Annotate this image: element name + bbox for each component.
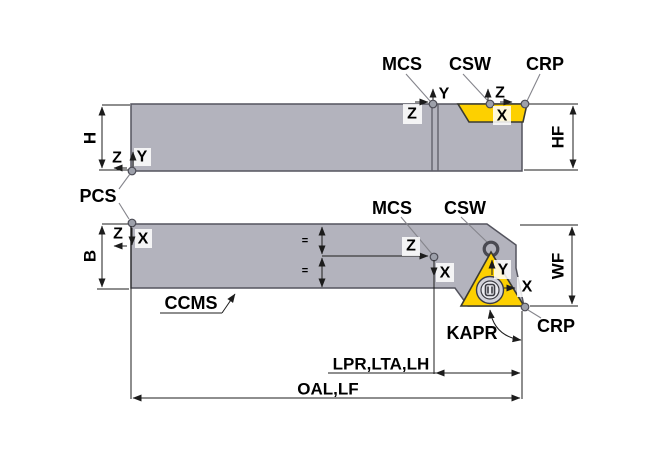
x-label-box-side-insert (493, 106, 511, 125)
z-axis-label-top-mcs: Z (406, 238, 416, 255)
hf-dim-label: HF (549, 126, 568, 149)
csw-leader-top (460, 216, 489, 244)
ccms-leader (221, 293, 236, 314)
tool-shank-side (130, 103, 523, 172)
csw-point-side (485, 99, 495, 109)
top-view: B Z X = = MCS Z X CSW Y (81, 198, 578, 343)
pcs-point-side (127, 166, 137, 176)
z-axis-label-top-pcs: Z (113, 226, 123, 243)
pcs-leader-up (118, 173, 131, 190)
z-axis-label-side-mcs: Z (407, 106, 417, 123)
crp-point-side (520, 99, 530, 109)
wf-dim-label: WF (549, 253, 568, 279)
x-axis-label-top-mcs: X (440, 265, 451, 282)
y-axis-label-top-insert: Y (498, 262, 509, 279)
y-label-box-top-insert (494, 260, 511, 279)
b-dim-label: B (81, 250, 100, 262)
crp-label-side: CRP (526, 54, 564, 74)
z-axis-label-side-csw: Z (495, 85, 505, 102)
mcs-leader-top (400, 216, 433, 255)
mcs-point-side (428, 99, 438, 109)
z-axis-label-side-pcs: Z (112, 150, 122, 167)
csw-label-top: CSW (444, 198, 486, 218)
x-axis-label-top-insert: X (522, 279, 533, 296)
side-view: H HF Y Z MCS Y Z CSW Z X CRP (81, 54, 578, 176)
crp-label-top: CRP (537, 316, 575, 336)
pcs-leader-down (118, 202, 130, 220)
pcs-callout: PCS (79, 173, 131, 220)
x-label-box-top-insert (517, 277, 536, 297)
csw-leader-side (462, 73, 489, 102)
insert-screw-slot (484, 283, 496, 297)
x-label-box-top-mcs (436, 263, 454, 282)
x-axis-label-side-insert: X (497, 108, 508, 125)
kapr-angle-arc (487, 309, 522, 343)
length-dimensions: LPR,LTA,LH OAL,LF (130, 226, 523, 402)
y-label-box (134, 148, 151, 166)
x-axis-label-top-pcs: X (138, 231, 149, 248)
oal-dim-label: OAL,LF (297, 380, 358, 399)
kapr-label: KAPR (446, 323, 497, 343)
crp-leader-top (527, 309, 542, 319)
equal-mark-lower: = (302, 265, 308, 277)
crp-point-top (520, 302, 530, 312)
y-axis-label-side-mcs: Y (439, 86, 450, 103)
h-dim-label: H (81, 132, 100, 144)
pcs-label: PCS (79, 186, 116, 206)
csw-label-side: CSW (449, 54, 491, 74)
x-label-box-top-pcs (135, 229, 152, 248)
mcs-leader-side (405, 73, 431, 102)
lpr-dim-label: LPR,LTA,LH (333, 355, 430, 374)
mcs-label-side: MCS (382, 54, 422, 74)
y-axis-label-side-pcs: Y (137, 149, 148, 166)
mcs-label-top: MCS (372, 198, 412, 218)
z-label-box-top-mcs (402, 237, 420, 256)
ccms-label: CCMS (165, 293, 218, 313)
z-label-box-side-mcs (403, 104, 422, 124)
equal-mark-upper: = (302, 235, 308, 247)
crp-leader-side (526, 73, 541, 102)
pcs-point-top (127, 218, 137, 228)
mcs-point-top (429, 252, 439, 262)
